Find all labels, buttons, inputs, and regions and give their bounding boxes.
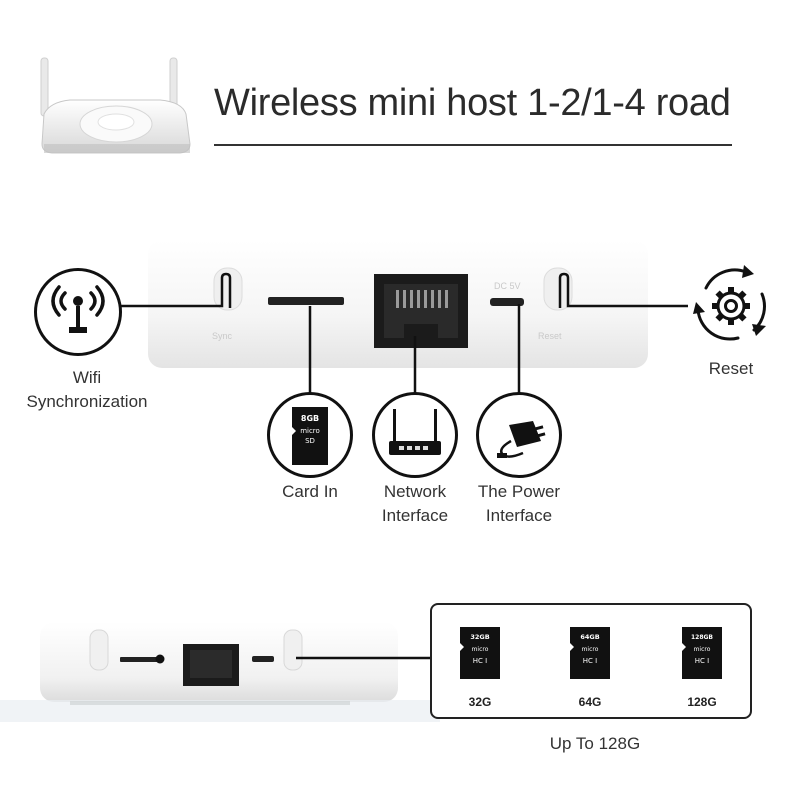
reset-badge (684, 258, 778, 352)
card-64g-label: 64G (578, 695, 602, 709)
svg-text:64GB: 64GB (580, 633, 599, 641)
svg-text:micro: micro (472, 646, 489, 653)
svg-text:micro: micro (582, 646, 599, 653)
power-adapter-icon (497, 421, 546, 458)
gear-cycle-icon (693, 265, 766, 341)
cards-caption: Up To 128G (549, 734, 641, 753)
power-label: The Power Interface (477, 482, 561, 525)
svg-text:32GB: 32GB (470, 633, 489, 641)
router-photo (40, 57, 191, 154)
microsd-card-icon: 8GB micro SD (292, 407, 328, 465)
sync-port-label: Sync (212, 331, 233, 341)
wifi-sync-badge (34, 268, 122, 356)
svg-text:micro: micro (694, 646, 711, 653)
card-128g-label: 128G (687, 695, 717, 709)
device-photo-bottom (0, 622, 440, 722)
svg-text:SD: SD (305, 437, 315, 445)
svg-text:HC I: HC I (473, 657, 487, 665)
sd-capacity-box: 32GB micro HC I 32G 64GB micro HC I 64G … (430, 603, 752, 719)
page-title: Wireless mini host 1-2/1-4 road (214, 82, 731, 124)
reset-label: Reset (708, 359, 754, 378)
network-badge (372, 392, 458, 478)
card-in-label: Card In (282, 482, 338, 501)
microsd-card-icon: 64GB micro HC I (570, 627, 610, 679)
svg-text:micro: micro (300, 427, 320, 435)
power-badge (476, 392, 562, 478)
reset-port-label: Reset (538, 331, 562, 341)
svg-text:128GB: 128GB (691, 634, 713, 641)
svg-text:HC I: HC I (583, 657, 597, 665)
network-label: Network Interface (381, 482, 449, 525)
card-in-badge: 8GB micro SD (267, 392, 353, 478)
wifi-broadcast-icon (51, 285, 105, 333)
device-front-panel (108, 240, 688, 396)
router-icon (389, 409, 441, 455)
microsd-card-icon: 32GB micro HC I (460, 627, 500, 679)
title-divider (214, 144, 732, 146)
svg-text:HC I: HC I (695, 657, 709, 665)
svg-text:8GB: 8GB (301, 414, 319, 423)
microsd-card-icon: 128GB micro HC I (682, 627, 722, 679)
card-32g-label: 32G (468, 695, 492, 709)
dc-port-label: DC 5V (494, 281, 521, 291)
wifi-label: Wifi Synchronization (26, 368, 148, 411)
